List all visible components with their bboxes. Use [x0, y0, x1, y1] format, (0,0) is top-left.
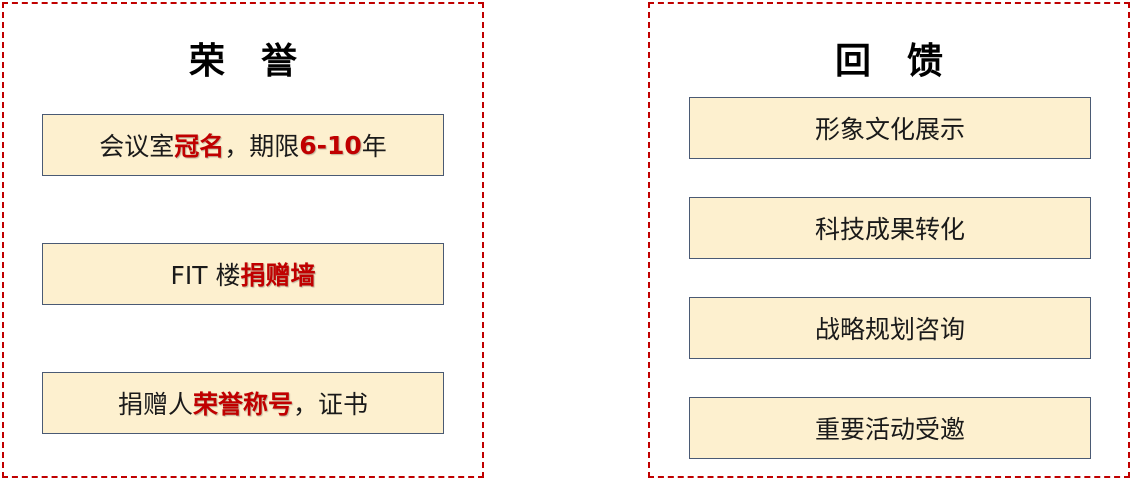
feedback-item-image-culture: 形象文化展示	[689, 97, 1091, 159]
item-text: 科技成果转化	[814, 215, 965, 244]
feedback-panel: 回馈 形象文化展示 科技成果转化 战略规划咨询 重要活动受邀	[648, 2, 1130, 478]
item-text: 捐赠人	[117, 390, 193, 419]
honor-item-naming: 会议室冠名，期限 6-10 年	[42, 114, 444, 176]
honor-item-title-certificate: 捐赠人荣誉称号，证书	[42, 372, 444, 434]
honor-panel: 荣誉 会议室冠名，期限 6-10 年 FIT 楼捐赠墙 捐赠人荣誉称号，证书	[2, 2, 484, 478]
feedback-item-event-invitation: 重要活动受邀	[689, 397, 1091, 459]
item-text: 形象文化展示	[814, 115, 965, 144]
item-text: FIT 楼	[170, 261, 241, 290]
feedback-item-tech-transfer: 科技成果转化	[689, 197, 1091, 259]
honor-item-donor-wall: FIT 楼捐赠墙	[42, 243, 444, 305]
item-text: ，期限	[224, 132, 300, 161]
item-text: 年	[361, 132, 387, 161]
item-text: ，证书	[293, 390, 369, 419]
item-text: 重要活动受邀	[814, 415, 965, 444]
item-text: 会议室	[99, 132, 175, 161]
honor-panel-title: 荣誉	[188, 41, 333, 82]
item-highlight: 6-10	[299, 130, 362, 160]
item-highlight: 捐赠墙	[240, 261, 316, 290]
item-highlight: 荣誉称号	[192, 390, 293, 419]
feedback-item-strategy-consulting: 战略规划咨询	[689, 297, 1091, 359]
feedback-panel-title: 回馈	[834, 41, 979, 82]
item-highlight: 冠名	[174, 132, 225, 161]
item-text: 战略规划咨询	[814, 315, 965, 344]
